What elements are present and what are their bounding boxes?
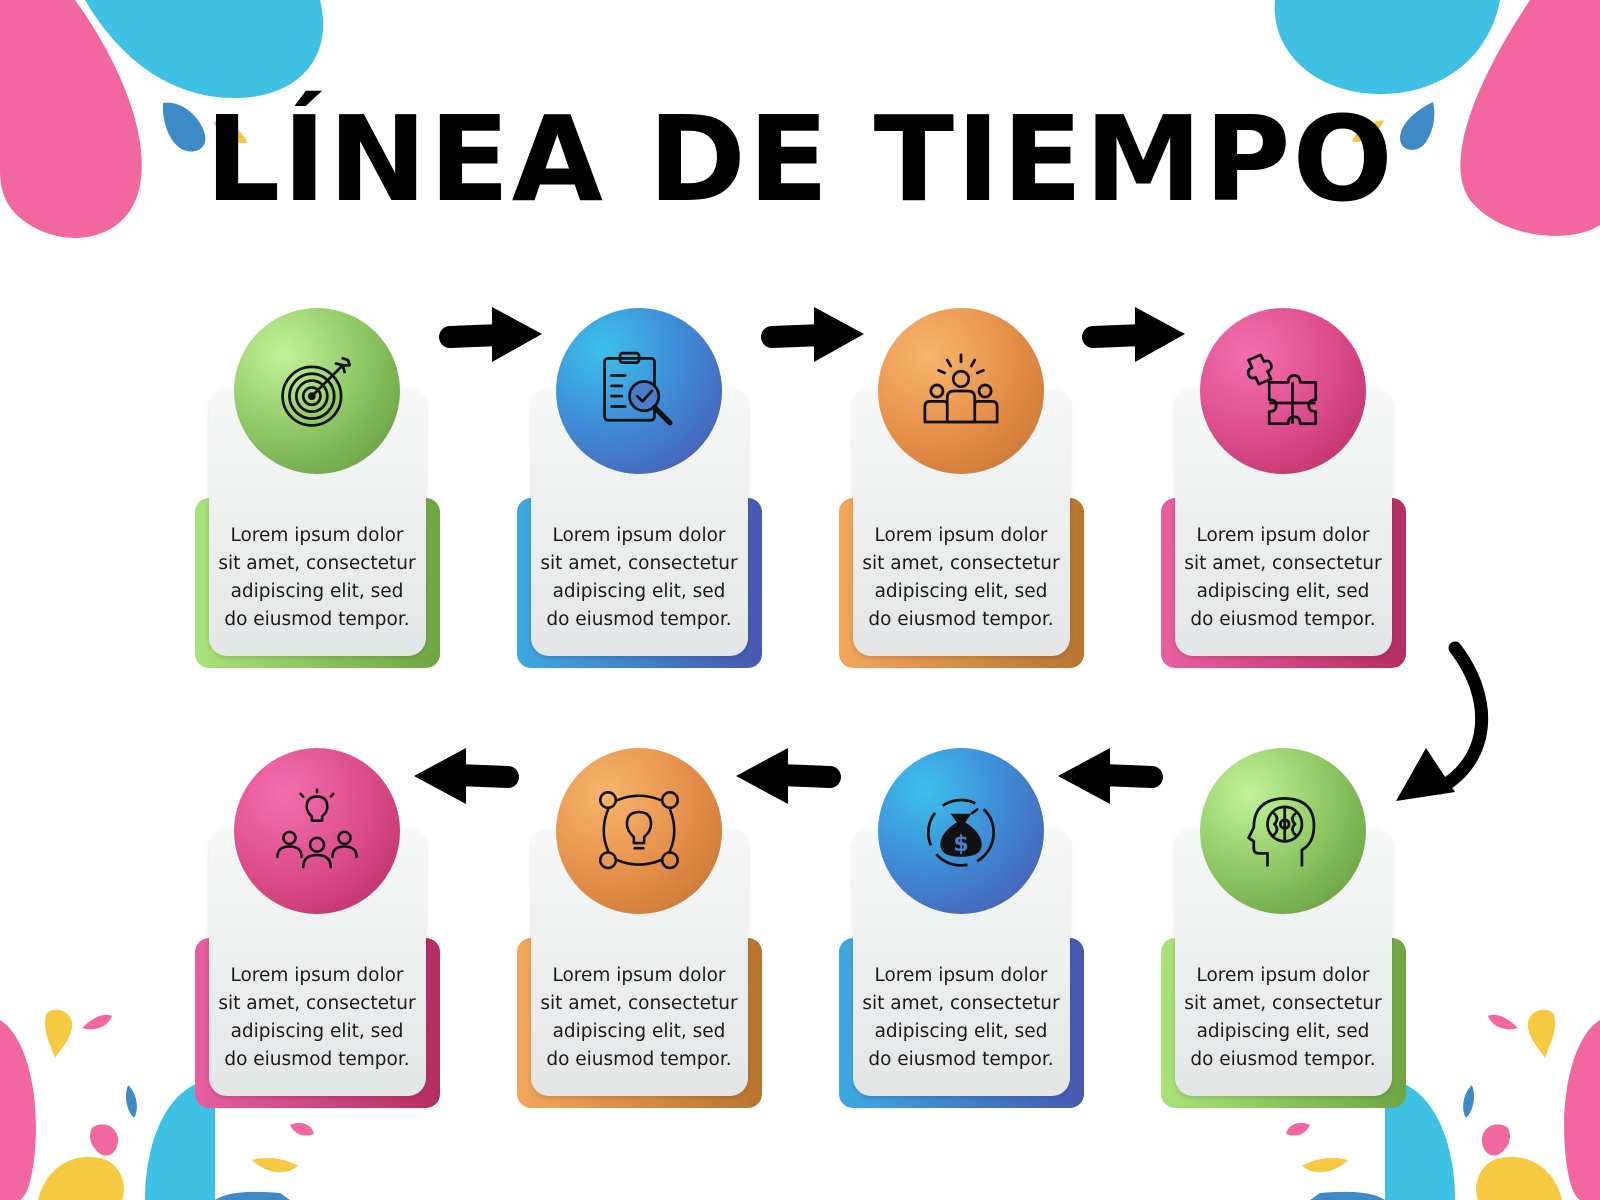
timeline-step-8: Lorem ipsum dolor sit amet, consectetur … [195,748,440,1118]
splash-drop-yellow-top-right [1352,120,1384,143]
step-icon-circle [556,308,722,474]
step-icon-circle [1200,748,1366,914]
step-icon-circle [556,748,722,914]
splash-pink-top-right [1460,0,1600,236]
svg-text:$: $ [953,831,969,857]
splash-drop-yellow-bottom-right [1527,1009,1556,1058]
idea-team-icon [276,788,358,869]
team-icon [923,353,999,424]
splash-yellow-bottom-left [38,1156,124,1200]
step-text: Lorem ipsum dolor sit amet, consectetur … [540,525,738,630]
timeline-step-2: Lorem ipsum dolor sit amet, consectetur … [517,308,762,678]
splash-drop-pink-bottom-left-3 [290,1122,314,1136]
step-icon-circle: $ [878,748,1044,914]
step-icon-circle [878,308,1044,474]
splash-drop-blue-bottom-right [1463,1085,1474,1118]
splash-cyan-top-right [1274,0,1500,95]
timeline-step-6: $ Lorem ipsum dolor sit amet, consectetu… [839,748,1084,1118]
splash-drop-yellow-top-left [213,121,247,144]
puzzle-icon [1246,353,1318,426]
money-bag-icon: $ [926,798,996,867]
splash-pink-bottom-right [1564,1020,1600,1200]
splash-drop-yellow-bottom-left-2 [252,1158,298,1173]
timeline-step-1: Lorem ipsum dolor sit amet, consectetur … [195,308,440,678]
timeline-step-4: Lorem ipsum dolor sit amet, consectetur … [1161,308,1406,678]
step-text: Lorem ipsum dolor sit amet, consectetur … [862,525,1060,630]
page-title: LÍNEA DE TIEMPO [205,90,1395,228]
splash-yellow-bottom-right [1476,1156,1562,1200]
splash-blue-bottom-right [1310,1191,1385,1200]
head-brain-icon [1247,796,1316,867]
splash-cyan-bottom-left [145,1080,215,1200]
step-text: Lorem ipsum dolor sit amet, consectetur … [218,965,416,1070]
splash-pink-bottom-left [0,1020,36,1200]
step-icon-circle [234,308,400,474]
step-icon-circle [1200,308,1366,474]
splash-drop-pink-bottom-right-2 [1482,1124,1510,1156]
splash-drop-pink-bottom-left-2 [90,1124,118,1156]
splash-pink-top-left [0,0,142,238]
splash-drop-pink-bottom-right [1488,1014,1518,1030]
step-text: Lorem ipsum dolor sit amet, consectetur … [540,965,738,1070]
step-text: Lorem ipsum dolor sit amet, consectetur … [1184,525,1382,630]
splash-drop-blue-top-right [1400,102,1435,150]
splash-blue-bottom-left [215,1191,290,1200]
step-text: Lorem ipsum dolor sit amet, consectetur … [1184,965,1382,1070]
splash-drop-pink-bottom-left [82,1014,112,1030]
step-icon-circle [234,748,400,914]
timeline-step-7: Lorem ipsum dolor sit amet, consectetur … [517,748,762,1118]
splash-drop-yellow-bottom-left [44,1009,73,1058]
timeline-step-3: Lorem ipsum dolor sit amet, consectetur … [839,308,1084,678]
step-text: Lorem ipsum dolor sit amet, consectetur … [862,965,1060,1070]
splash-drop-blue-bottom-left [126,1085,137,1118]
splash-drop-yellow-bottom-right-2 [1302,1158,1348,1173]
step-text: Lorem ipsum dolor sit amet, consectetur … [218,525,416,630]
timeline-step-5: Lorem ipsum dolor sit amet, consectetur … [1161,748,1406,1118]
splash-cyan-top-left [85,0,324,99]
target-icon [281,356,352,427]
clipboard-search-icon [603,351,673,426]
idea-network-icon [599,791,679,870]
splash-drop-blue-top-left [162,102,206,152]
splash-drop-pink-bottom-right-3 [1286,1122,1310,1136]
splash-cyan-bottom-right [1385,1080,1455,1200]
